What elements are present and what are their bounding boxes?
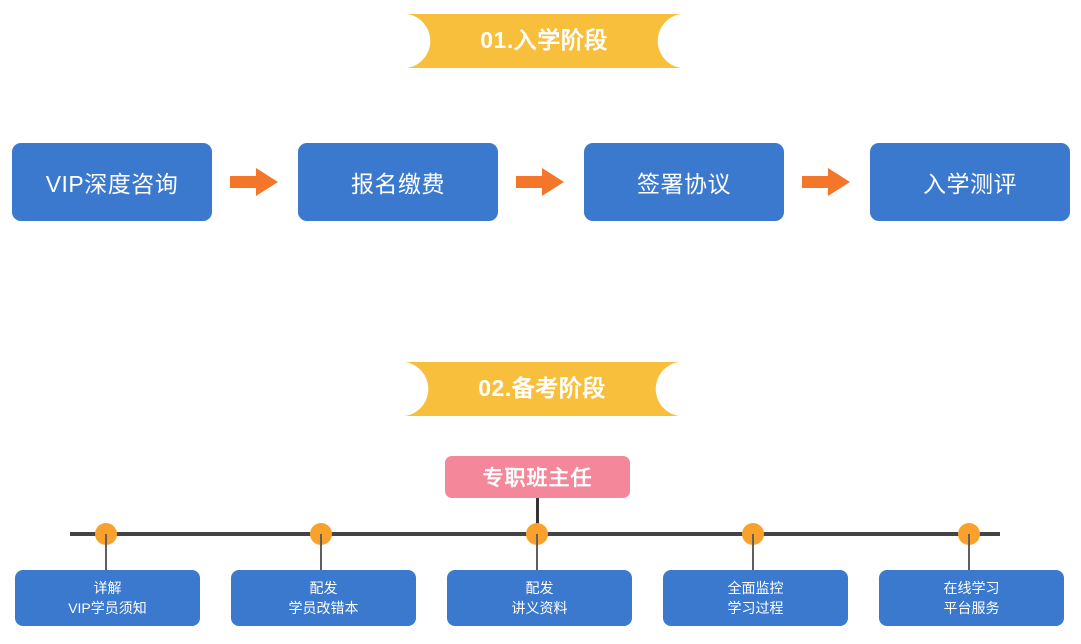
arrow-right-icon <box>230 168 278 196</box>
timeline-connector-line <box>968 534 970 572</box>
supervisor-chip-label: 专职班主任 <box>482 467 593 490</box>
stage-box-label: 入学测评 <box>923 171 1017 197</box>
stage-box-label: VIP深度咨询 <box>45 171 179 197</box>
section-banner-label: 02.备考阶段 <box>478 374 606 401</box>
timeline-connector-line <box>536 534 538 572</box>
task-box-line-2: 平台服务 <box>943 600 1000 616</box>
arrow-right-icon <box>802 168 850 196</box>
arrow-right-icon <box>516 168 564 196</box>
section-banner-preparation: 02.备考阶段 <box>401 362 683 416</box>
timeline-connector-line <box>105 534 107 572</box>
task-box-line-2: 讲义资料 <box>511 600 568 616</box>
task-box-line-1: 配发 <box>309 579 338 596</box>
task-box-vip-student-guide[interactable]: 详解 VIP学员须知 <box>15 570 200 626</box>
timeline-connector-line <box>752 534 754 572</box>
task-box-line-2: 学习过程 <box>727 600 784 616</box>
task-box-line-1: 在线学习 <box>943 579 1000 596</box>
task-box-error-notebook[interactable]: 配发 学员改错本 <box>231 570 416 626</box>
task-box-line-1: 全面监控 <box>727 579 784 596</box>
timeline-connector-line <box>320 534 322 572</box>
supervisor-chip[interactable]: 专职班主任 <box>445 456 630 498</box>
stage-box-registration-payment[interactable]: 报名缴费 <box>298 143 498 221</box>
task-box-line-2: VIP学员须知 <box>68 600 147 616</box>
stage-box-label: 签署协议 <box>637 171 731 197</box>
task-box-lecture-materials[interactable]: 配发 讲义资料 <box>447 570 632 626</box>
task-box-online-platform[interactable]: 在线学习 平台服务 <box>879 570 1064 626</box>
stage-box-vip-consultation[interactable]: VIP深度咨询 <box>12 143 212 221</box>
section-banner-label: 01.入学阶段 <box>480 26 608 53</box>
stage-box-entrance-assessment[interactable]: 入学测评 <box>870 143 1070 221</box>
task-box-line-1: 配发 <box>525 579 554 596</box>
task-box-line-2: 学员改错本 <box>288 600 359 616</box>
task-box-study-monitoring[interactable]: 全面监控 学习过程 <box>663 570 848 626</box>
supervisor-connector-line <box>536 498 539 536</box>
section-banner-enrollment: 01.入学阶段 <box>403 14 685 68</box>
stage-box-sign-agreement[interactable]: 签署协议 <box>584 143 784 221</box>
stage-box-label: 报名缴费 <box>351 171 445 197</box>
task-box-line-1: 详解 <box>93 579 122 596</box>
